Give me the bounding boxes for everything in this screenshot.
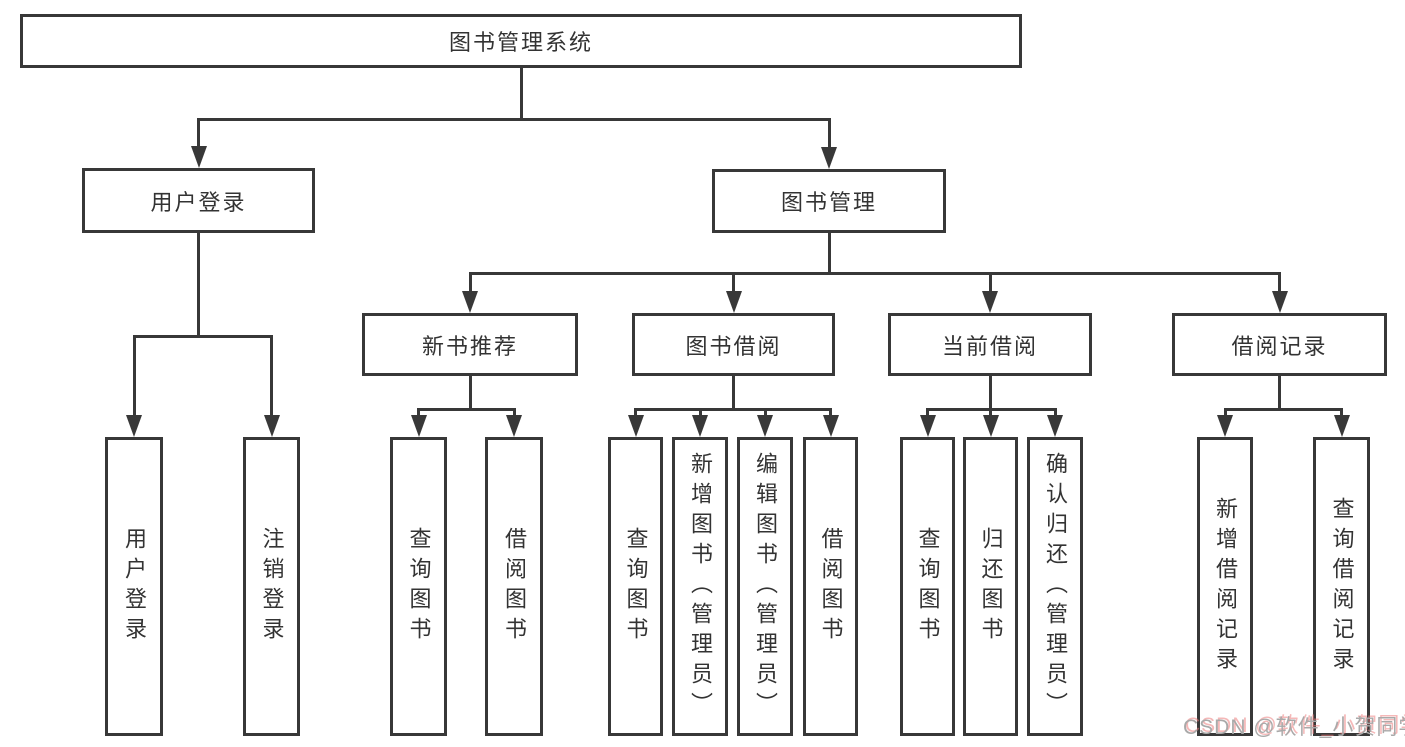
arrow-down-icon: [190, 146, 207, 168]
node-book-mgmt: 图书管理: [712, 169, 946, 233]
arrow-down-icon: [263, 415, 280, 437]
connector-stem: [1278, 376, 1281, 411]
node-query-book-current: 查询图书: [900, 437, 955, 736]
connector-shaft: [926, 408, 929, 419]
node-label: 查询图书: [915, 526, 941, 647]
arrow-down-icon: [982, 291, 998, 313]
connector-shaft: [417, 408, 420, 419]
connector-stem: [988, 376, 992, 411]
node-label: 用户登录: [150, 189, 247, 215]
connector-bar: [634, 408, 832, 411]
node-label: 确认归还（管理员）: [1043, 451, 1068, 722]
connector-stem: [197, 233, 200, 338]
connector-shaft: [1278, 272, 1281, 295]
connector-shaft: [988, 272, 992, 295]
node-query-book-borrow: 查询图书: [608, 437, 663, 736]
arrow-down-icon: [1047, 415, 1063, 437]
node-label: 新增借阅记录: [1213, 496, 1238, 677]
connector-shaft: [512, 408, 516, 419]
node-new-book-rec: 新书推荐: [362, 313, 578, 376]
arrow-down-icon: [822, 415, 839, 437]
arrow-down-icon: [692, 415, 708, 437]
node-query-book-newrec: 查询图书: [390, 437, 447, 736]
node-add-borrow-record: 新增借阅记录: [1197, 437, 1253, 736]
connector-bar: [417, 408, 516, 411]
node-label: 新书推荐: [421, 333, 518, 359]
node-label: 新增图书（管理员）: [688, 451, 713, 722]
connector-shaft: [829, 408, 832, 419]
connector-shaft: [634, 408, 637, 419]
connector-shaft: [732, 272, 735, 295]
node-label: 用户登录: [122, 526, 147, 647]
arrow-down-icon: [462, 291, 478, 313]
connector-shaft: [989, 408, 992, 419]
node-add-book: 新增图书（管理员）: [672, 437, 728, 736]
node-label: 查询借阅记录: [1329, 496, 1355, 677]
node-return-book: 归还图书: [963, 437, 1018, 736]
arrow-down-icon: [506, 415, 522, 437]
node-user-login-sub: 用户登录: [105, 437, 163, 736]
node-query-borrow-record: 查询借阅记录: [1313, 437, 1370, 736]
connector-shaft: [1340, 408, 1343, 419]
arrow-down-icon: [126, 415, 142, 437]
node-label: 查询图书: [406, 526, 432, 647]
connector-bar: [1223, 408, 1343, 411]
node-label: 注销登录: [259, 526, 285, 647]
connector-stem: [468, 376, 472, 411]
arrow-down-icon: [1271, 291, 1288, 313]
node-confirm-return: 确认归还（管理员）: [1027, 437, 1083, 736]
connector-shaft: [1053, 408, 1057, 419]
node-borrow-records: 借阅记录: [1172, 313, 1387, 376]
connector-shaft: [698, 408, 702, 419]
connector-stem: [519, 68, 523, 121]
arrow-down-icon: [757, 415, 773, 437]
node-edit-book: 编辑图书（管理员）: [737, 437, 793, 736]
node-label: 编辑图书（管理员）: [753, 451, 778, 722]
node-root: 图书管理系统: [20, 14, 1022, 68]
node-logout-sub: 注销登录: [243, 437, 300, 736]
watermark: CSDN @软件_小贺同学: [1183, 716, 1405, 739]
node-label: 借阅记录: [1231, 333, 1328, 359]
connector-stem: [732, 376, 735, 411]
arrow-down-icon: [1333, 415, 1350, 437]
node-book-borrow: 图书借阅: [632, 313, 835, 376]
connector-shaft: [763, 408, 767, 419]
node-borrow-book-newrec: 借阅图书: [485, 437, 543, 736]
connector-bar: [197, 118, 831, 121]
connector-bar: [132, 335, 273, 338]
node-label: 查询图书: [623, 526, 649, 647]
node-label: 借阅图书: [818, 526, 844, 647]
arrow-down-icon: [627, 415, 644, 437]
connector-stem: [827, 233, 831, 275]
node-label: 图书管理: [780, 190, 877, 215]
arrow-down-icon: [1217, 415, 1233, 437]
arrow-down-icon: [919, 415, 936, 437]
connector-shaft: [827, 118, 831, 151]
arrow-down-icon: [410, 415, 427, 437]
connector-bar: [468, 272, 1281, 275]
node-label: 图书借阅: [685, 333, 782, 359]
node-label: 图书管理系统: [448, 30, 593, 55]
connector-shaft: [197, 118, 200, 150]
connector-shaft: [1223, 408, 1227, 419]
node-borrow-book-borrow: 借阅图书: [803, 437, 858, 736]
node-label: 借阅图书: [502, 526, 527, 647]
arrow-down-icon: [821, 147, 837, 169]
node-user-login: 用户登录: [82, 168, 315, 233]
connector-shaft: [270, 335, 273, 419]
connector-shaft: [132, 335, 136, 419]
node-label: 当前借阅: [941, 333, 1038, 359]
node-label: 归还图书: [978, 526, 1004, 647]
arrow-down-icon: [982, 415, 999, 437]
node-current-borrow: 当前借阅: [888, 313, 1092, 376]
arrow-down-icon: [725, 291, 742, 313]
connector-shaft: [468, 272, 472, 295]
